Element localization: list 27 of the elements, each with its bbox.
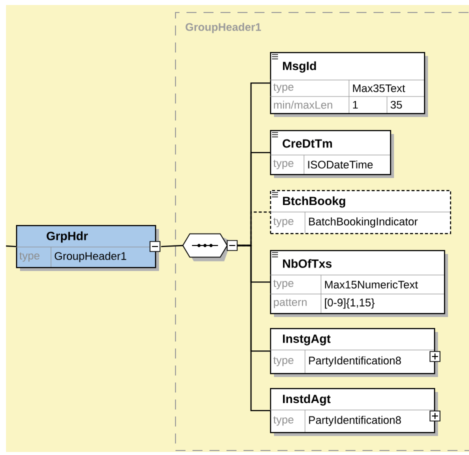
field-label: type — [273, 218, 294, 228]
field-value: Max15NumericText — [325, 280, 418, 289]
element-name: BtchBookg — [283, 196, 346, 208]
field-label: type — [273, 84, 294, 93]
field-label: type — [273, 280, 294, 290]
element-box — [270, 52, 428, 117]
field-label: type — [273, 160, 294, 170]
element-name: NbOfTxs — [283, 259, 332, 268]
connector-line — [161, 244, 183, 248]
field-value: ISODateTime — [308, 160, 373, 169]
field-label: type — [273, 356, 294, 366]
field-value: 35 — [390, 100, 402, 109]
connector-line — [237, 244, 270, 412]
field-label: pattern — [274, 298, 307, 308]
field-value: PartyIdentification8 — [309, 356, 401, 367]
field-value: Max35Text — [353, 84, 406, 92]
element-name: MsgId — [283, 61, 316, 73]
field-value: BatchBookingIndicator — [309, 217, 418, 228]
element-box — [270, 250, 448, 317]
connector-line — [6, 245, 16, 248]
field-label: min/maxLen — [274, 100, 332, 109]
element-name: CreDtTm — [282, 139, 332, 148]
field-value: 1 — [353, 100, 358, 109]
element-box — [270, 190, 452, 234]
element-name: InstgAgt — [283, 334, 331, 346]
field-value: [0-9]{1,15} — [324, 298, 375, 309]
element-box — [270, 130, 394, 178]
